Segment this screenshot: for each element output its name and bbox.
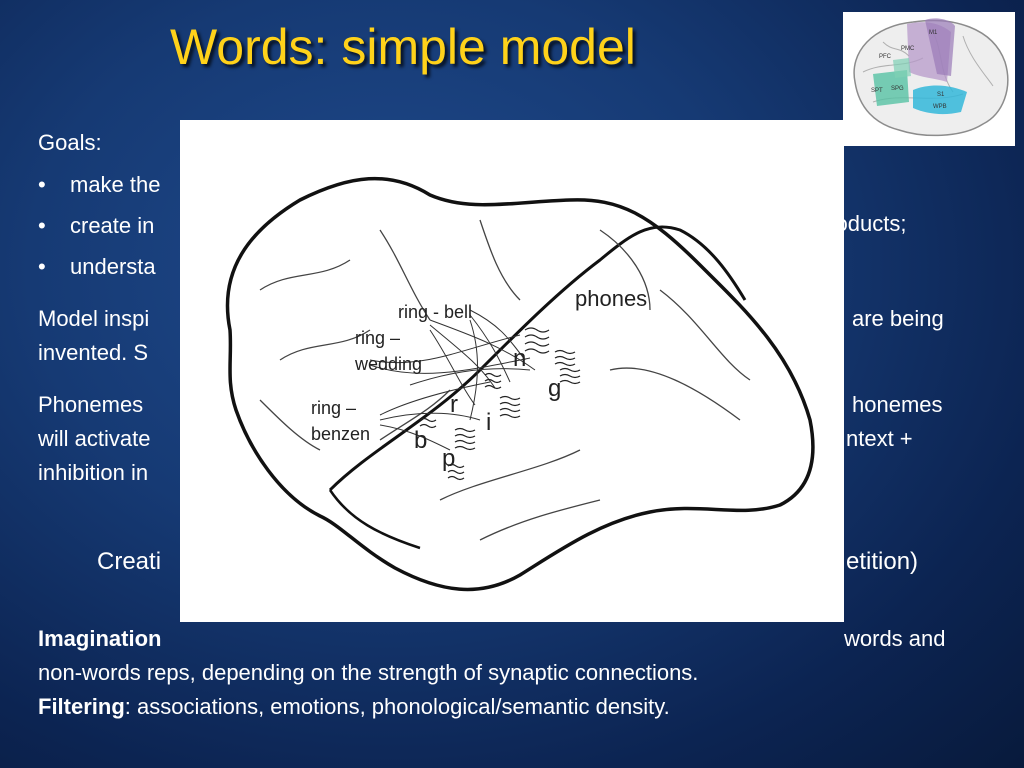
bullet-text: make the [70, 172, 161, 197]
thumb-label-wpb: WPB [933, 104, 947, 110]
phone-g-label: g [548, 375, 561, 402]
imagination-bold: Imagination [38, 626, 162, 651]
filtering-rest: : associations, emotions, phonological/s… [124, 694, 670, 719]
thumb-label-spg: SPG [891, 86, 904, 92]
temporal-lobe [328, 225, 747, 492]
brain-figure: phones ring - bell ring – wedding ring –… [180, 120, 844, 622]
ring-bell-label: ring - bell [398, 302, 472, 322]
model-para-line2: invented. S [38, 340, 149, 365]
phone-b-label: b [414, 427, 427, 454]
phonemes-para-line3: inhibition in [38, 460, 149, 485]
ring-wedding-label-2: wedding [354, 354, 422, 374]
phonemes-para-line2-right: ntext + [846, 426, 913, 451]
model-para-line1: Model inspi [38, 306, 150, 331]
phonemes-para-line1-right: honemes [852, 392, 943, 417]
slide-title: Words: simple model [170, 19, 636, 75]
filtering-bold: Filtering [38, 694, 125, 719]
thumb-label-pmc: PMC [901, 46, 915, 52]
bullet-text: understa [70, 254, 156, 279]
imagination-line2: non-words reps, depending on the strengt… [38, 660, 699, 685]
center-line-left: Creati [97, 548, 162, 575]
phone-r-label: r [450, 391, 458, 418]
center-line-right: etition) [846, 548, 919, 575]
ring-benzen-label-2: benzen [311, 424, 370, 444]
phones-label: phones [575, 286, 647, 311]
phonemes-para-line1: Phonemes [38, 392, 144, 417]
phone-i-label: i [486, 409, 491, 436]
imagination-line1-right: words and [844, 626, 946, 651]
thumb-label-pfc: PFC [879, 54, 892, 60]
filtering-line: Filtering: associations, emotions, phono… [38, 690, 670, 724]
bullet-text: create in [70, 213, 155, 238]
phone-cluster [419, 327, 581, 481]
phone-p-label: p [442, 445, 455, 472]
brain-diagram: phones ring - bell ring – wedding ring –… [225, 176, 815, 592]
thumb-label-m1: M1 [929, 30, 938, 36]
ring-wedding-label-1: ring – [355, 328, 400, 348]
model-para-line1-right: are being [852, 306, 944, 331]
bullet-marker: • [38, 254, 46, 279]
phone-n-label: n [513, 345, 526, 372]
brain-thumbnail: M1 PMC PFC SPT SPG S1 WPB [843, 12, 1015, 146]
cortex-outline [225, 176, 815, 592]
brain-thumbnail-image: M1 PMC PFC SPT SPG S1 WPB [853, 18, 1009, 137]
ring-benzen-label-1: ring – [311, 398, 356, 418]
bullet-marker: • [38, 172, 46, 197]
thumb-label-s1: S1 [937, 92, 945, 98]
phonemes-para-line2: will activate [38, 426, 151, 451]
goals-label: Goals: [38, 130, 102, 155]
thumb-label-spt: SPT [871, 88, 883, 94]
bullet-marker: • [38, 213, 46, 238]
